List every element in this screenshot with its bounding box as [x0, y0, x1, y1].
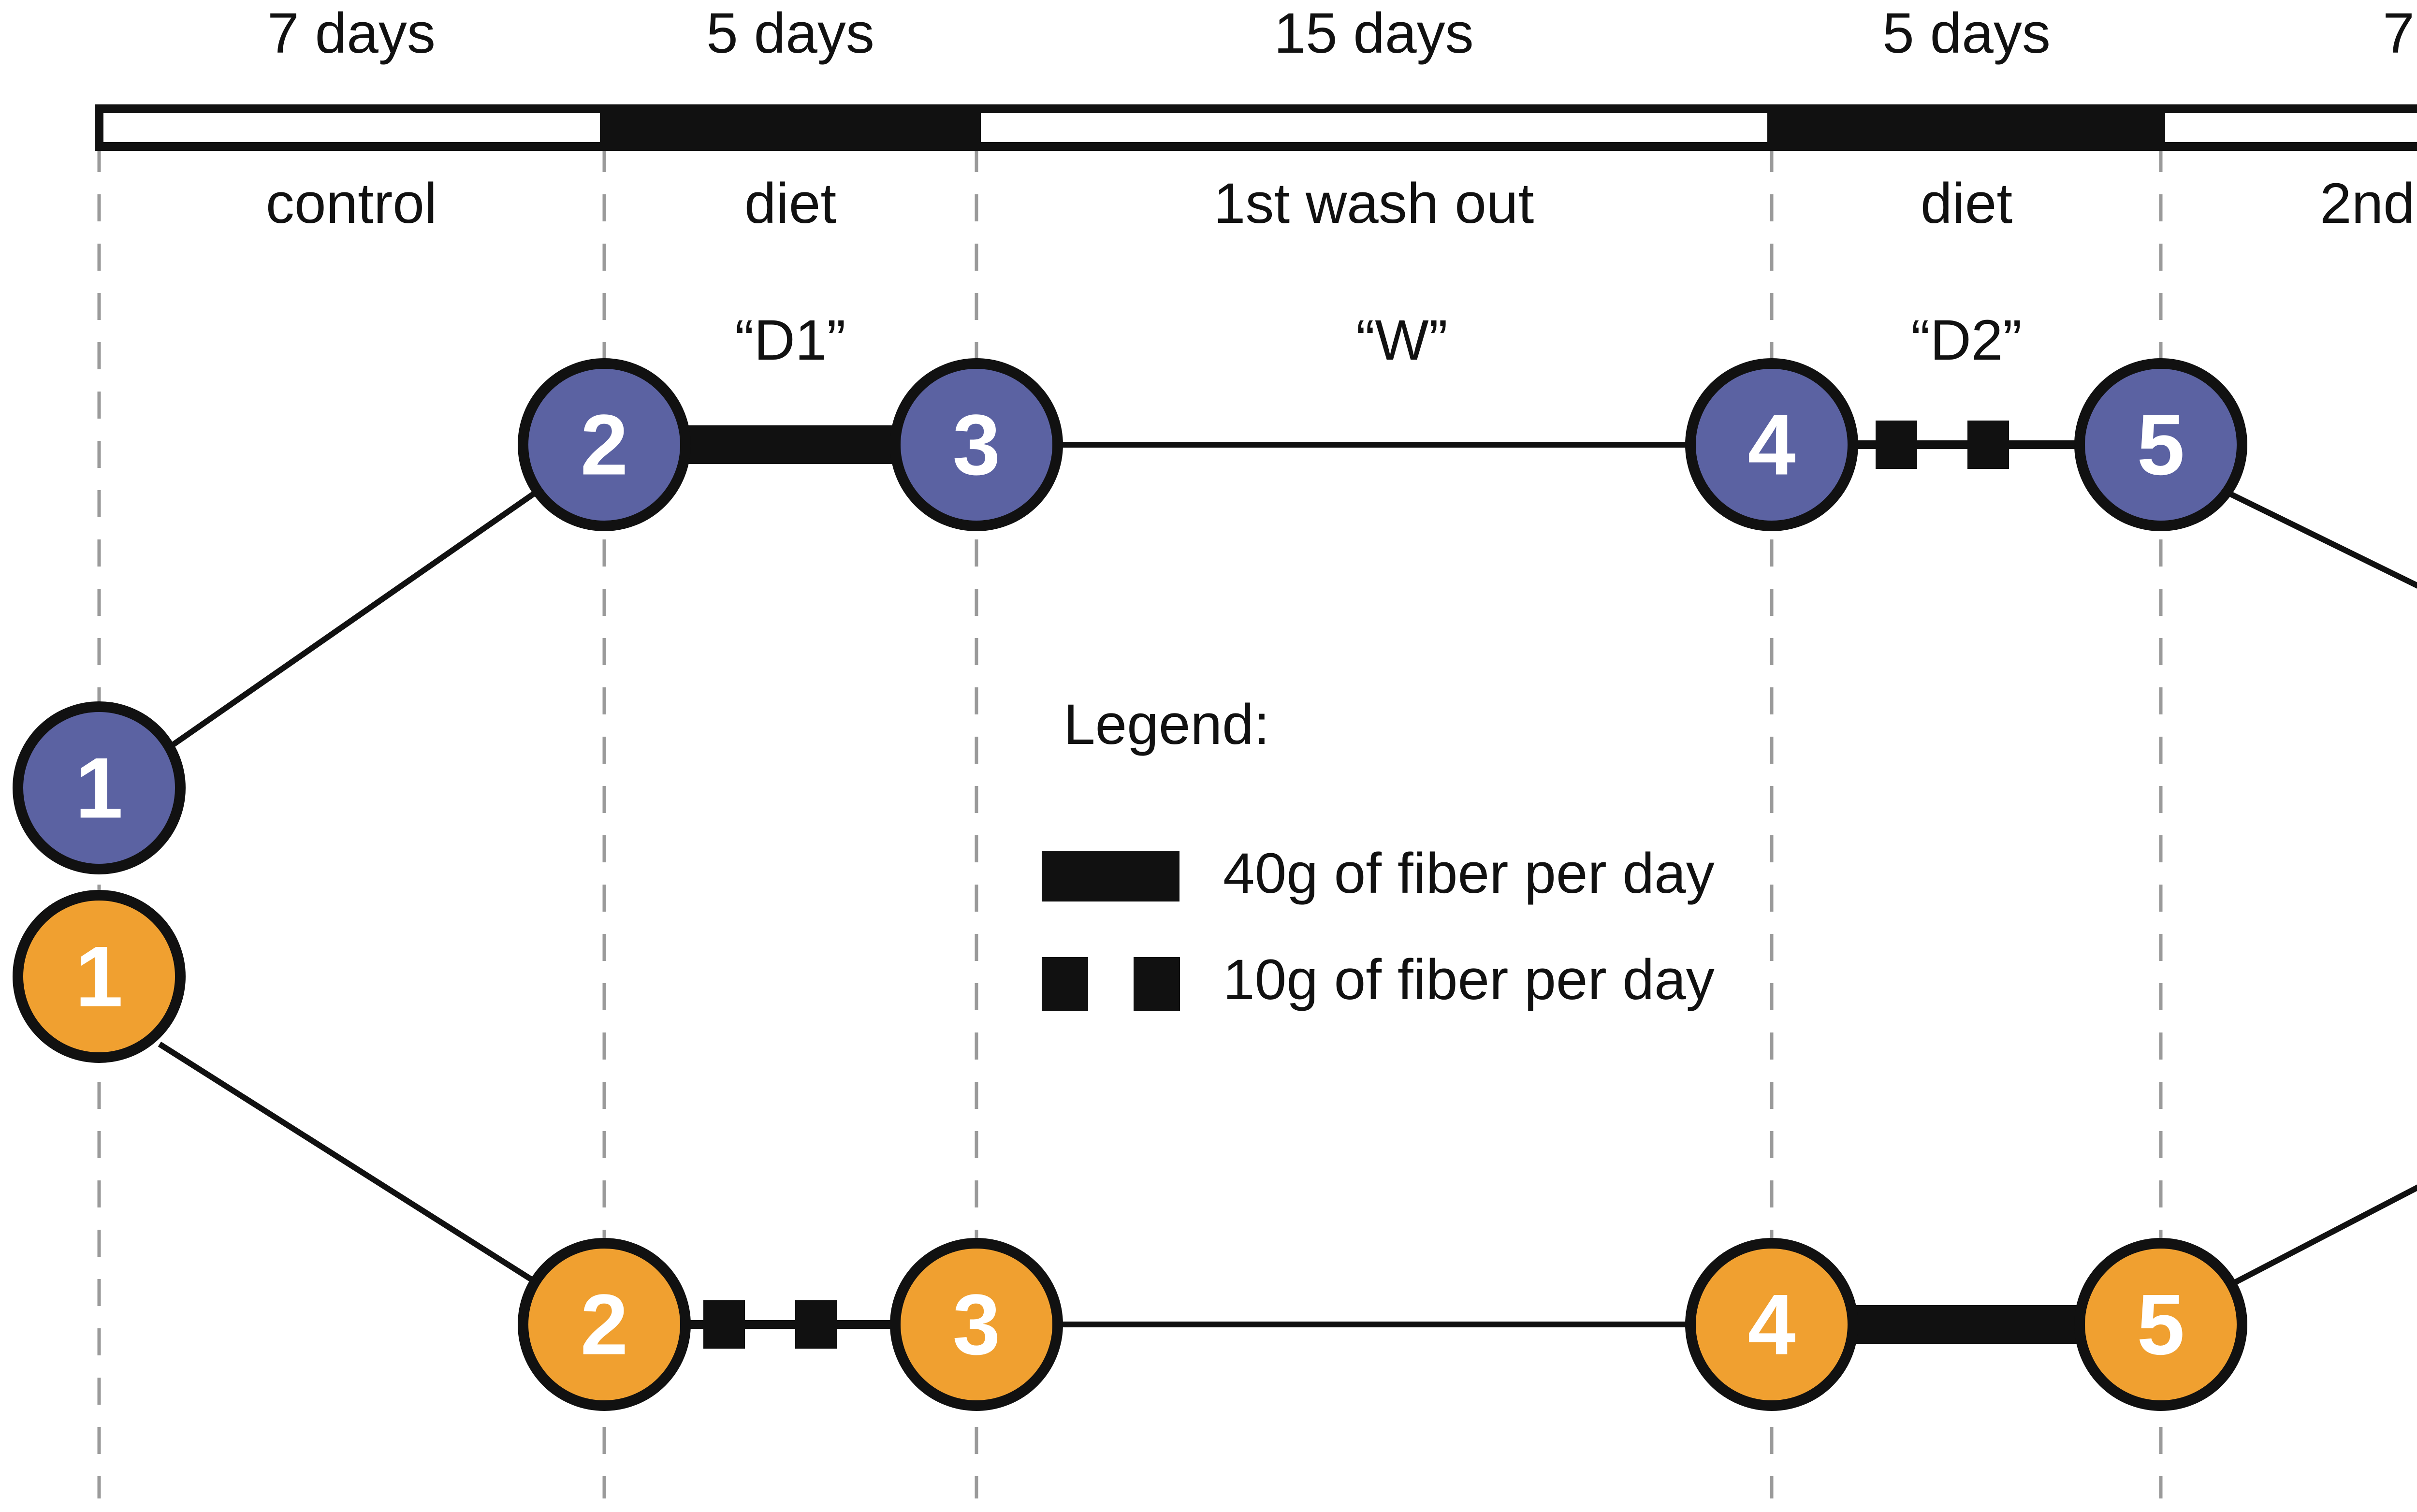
arm-a-link-1-2 [158, 481, 551, 756]
arm-a-link-4-5-block-1 [1876, 421, 1917, 469]
phase-label-control: control [265, 172, 437, 235]
node-arm-b-3-label: 3 [953, 1277, 1001, 1373]
node-arm-a-1-label: 1 [75, 740, 123, 836]
arm-b-connectors [158, 1041, 2417, 1349]
node-arm-a-5[interactable]: 5 [2074, 358, 2247, 531]
phase-label-diet-2: diet [1920, 172, 2013, 235]
node-arm-b-2-label: 2 [581, 1277, 628, 1373]
duration-label-washout-2: 7 days [2383, 1, 2417, 65]
legend-swatches [1042, 851, 1180, 1011]
legend-swatch-dashed-block-1 [1042, 957, 1088, 1011]
node-arm-b-1[interactable]: 1 [13, 890, 186, 1063]
arm-b-link-2-3-block-1 [703, 1300, 745, 1349]
node-arm-a-4-label: 4 [1748, 397, 1796, 493]
arm-b-link-4-5-thick [1837, 1305, 2098, 1344]
arm-b-nodes: 1 2 3 4 5 6 [13, 890, 2247, 1411]
arm-b-link-5-6 [2227, 1184, 2417, 1289]
phase-label-washout-1: 1st wash out [1213, 172, 1534, 235]
node-arm-a-4[interactable]: 4 [1685, 358, 1858, 531]
timeline-phase-washout-2 [2156, 104, 2417, 151]
arm-b-link-1-2 [158, 1041, 543, 1289]
node-arm-a-2[interactable]: 2 [518, 358, 691, 531]
node-arm-b-4[interactable]: 4 [1685, 1238, 1858, 1411]
arm-a-link-2-3-thick [672, 425, 909, 464]
arm-a-connectors [158, 421, 2417, 756]
arm-a-nodes: 1 2 3 4 5 6 [13, 358, 2247, 874]
node-arm-b-4-label: 4 [1748, 1277, 1796, 1373]
legend-item-low-fiber-label: 10g of fiber per day [1223, 948, 1715, 1012]
gridlines [97, 145, 2163, 1498]
node-arm-b-2[interactable]: 2 [518, 1238, 691, 1411]
node-arm-a-5-label: 5 [2137, 397, 2185, 493]
node-arm-a-2-label: 2 [581, 397, 628, 493]
arm-b-link-2-3-block-2 [795, 1300, 837, 1349]
code-label-w: “W” [1356, 308, 1448, 372]
node-arm-b-3[interactable]: 3 [890, 1238, 1063, 1411]
node-arm-a-3-label: 3 [953, 397, 1001, 493]
timeline-phase-diet-1 [600, 104, 981, 151]
arm-a-link-5-6 [2227, 490, 2417, 589]
timeline-phase-diet-2 [1767, 104, 2165, 151]
node-arm-a-3[interactable]: 3 [890, 358, 1063, 531]
duration-label-control: 7 days [267, 1, 436, 65]
code-label-d1: “D1” [735, 308, 846, 372]
legend-title: Legend: [1063, 693, 1270, 756]
phase-label-diet-1: diet [744, 172, 837, 235]
legend-item-high-fiber-label: 40g of fiber per day [1223, 842, 1715, 905]
timeline-bar [95, 104, 2417, 151]
legend-swatch-thick-bar [1042, 851, 1179, 901]
arm-a-link-4-5-block-2 [1967, 421, 2009, 469]
code-label-d2: “D2” [1911, 308, 2022, 372]
duration-label-washout-1: 15 days [1274, 1, 1474, 65]
duration-label-diet-1: 5 days [706, 1, 874, 65]
node-arm-b-5[interactable]: 5 [2074, 1238, 2247, 1411]
phase-label-washout-2: 2nd wash out [2320, 172, 2417, 235]
node-arm-b-5-label: 5 [2137, 1277, 2185, 1373]
node-arm-a-1[interactable]: 1 [13, 701, 186, 874]
duration-label-diet-2: 5 days [1882, 1, 2051, 65]
timeline-phase-control [95, 104, 609, 151]
timeline-phase-washout-1 [972, 104, 1776, 151]
legend-swatch-dashed-block-2 [1134, 957, 1180, 1011]
node-arm-b-1-label: 1 [75, 929, 123, 1025]
